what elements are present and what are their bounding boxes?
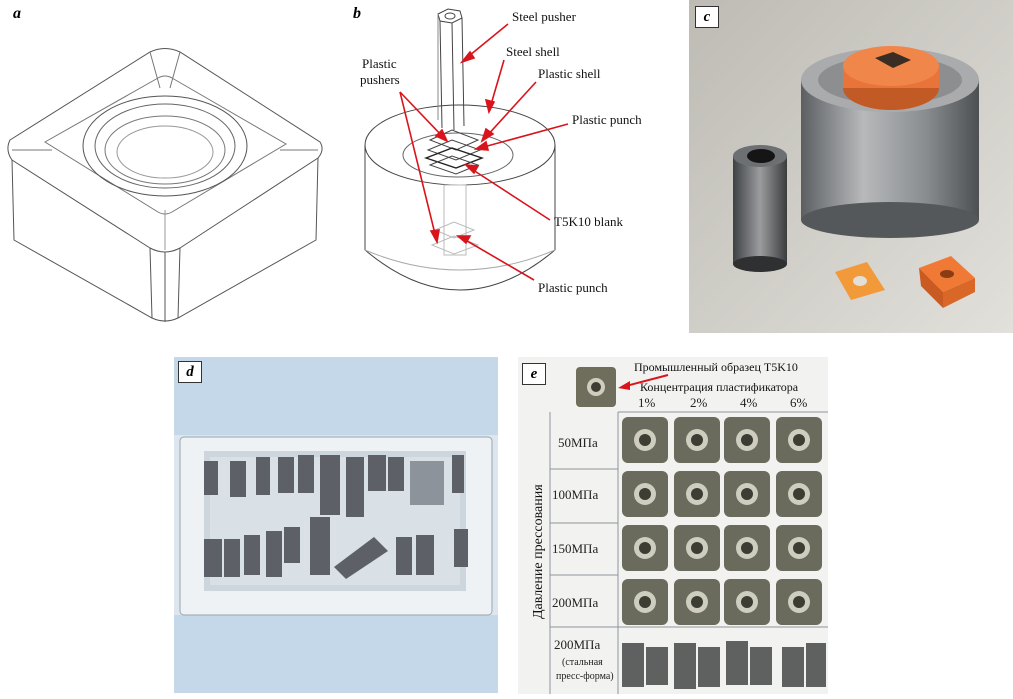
sample-hole bbox=[793, 434, 805, 446]
last-row-line3: пресс-форма) bbox=[556, 671, 614, 682]
sample-hole bbox=[741, 596, 753, 608]
sample-hole bbox=[691, 596, 703, 608]
callout-plastic-punch-top: Plastic punch bbox=[572, 112, 642, 127]
sample-hole bbox=[793, 488, 805, 500]
pressure-50: 50МПа bbox=[558, 435, 598, 450]
panel-d: d bbox=[174, 357, 498, 693]
conc-4: 6% bbox=[790, 395, 808, 410]
panel-d-label: d bbox=[178, 361, 202, 383]
press-mold-diagram: Steel pusher Steel shell Plastic shell P… bbox=[360, 8, 642, 295]
last-row-line2: (стальная bbox=[562, 657, 603, 668]
sample-hole bbox=[691, 434, 703, 446]
sample-hole bbox=[741, 542, 753, 554]
pressure-200: 200МПа bbox=[552, 595, 598, 610]
last-row-line1: 200МПа bbox=[554, 637, 600, 652]
pressure-axis-label: Давление прессования bbox=[531, 484, 546, 619]
callout-blank: T5K10 blank bbox=[554, 214, 623, 229]
callout-plastic-pushers-2: pushers bbox=[360, 72, 400, 87]
sample-hole bbox=[639, 434, 651, 446]
conc-1: 1% bbox=[638, 395, 656, 410]
conc-2: 2% bbox=[690, 395, 708, 410]
callout-steel-pusher: Steel pusher bbox=[512, 9, 577, 24]
sample-hole bbox=[639, 542, 651, 554]
industrial-sample-label: Промышленный образец T5K10 bbox=[634, 360, 798, 374]
panel-e-label: e bbox=[522, 363, 546, 385]
callout-plastic-shell: Plastic shell bbox=[538, 66, 601, 81]
concentration-header: Концентрация пластификатора bbox=[640, 380, 799, 394]
conc-3: 4% bbox=[740, 395, 758, 410]
panel-b: b bbox=[340, 0, 680, 330]
press-mold-photo bbox=[689, 0, 1013, 333]
insert-drawing bbox=[7, 48, 323, 322]
callout-steel-shell: Steel shell bbox=[506, 44, 560, 59]
sample-hole bbox=[793, 542, 805, 554]
sample-hole bbox=[741, 434, 753, 446]
sample-hole bbox=[741, 488, 753, 500]
sample-hole bbox=[639, 596, 651, 608]
panel-b-label: b bbox=[353, 5, 361, 22]
panel-c-label: c bbox=[695, 6, 719, 28]
callout-plastic-punch-bottom: Plastic punch bbox=[538, 280, 608, 295]
callout-plastic-pushers-1: Plastic bbox=[362, 56, 397, 71]
sample-hole bbox=[793, 596, 805, 608]
panel-e: e Промышленный образец T5K10 Концентраци… bbox=[518, 357, 828, 694]
crucible-photo bbox=[174, 357, 498, 693]
sample-hole bbox=[691, 488, 703, 500]
panel-c: c bbox=[689, 0, 1013, 333]
pressure-150: 150МПа bbox=[552, 541, 598, 556]
samples-table-photo: Промышленный образец T5K10 Концентрация … bbox=[518, 357, 828, 694]
panel-a: a bbox=[0, 0, 330, 330]
sample-hole bbox=[639, 488, 651, 500]
panel-a-label: a bbox=[13, 5, 21, 22]
pressure-100: 100МПа bbox=[552, 487, 598, 502]
sample-hole bbox=[691, 542, 703, 554]
